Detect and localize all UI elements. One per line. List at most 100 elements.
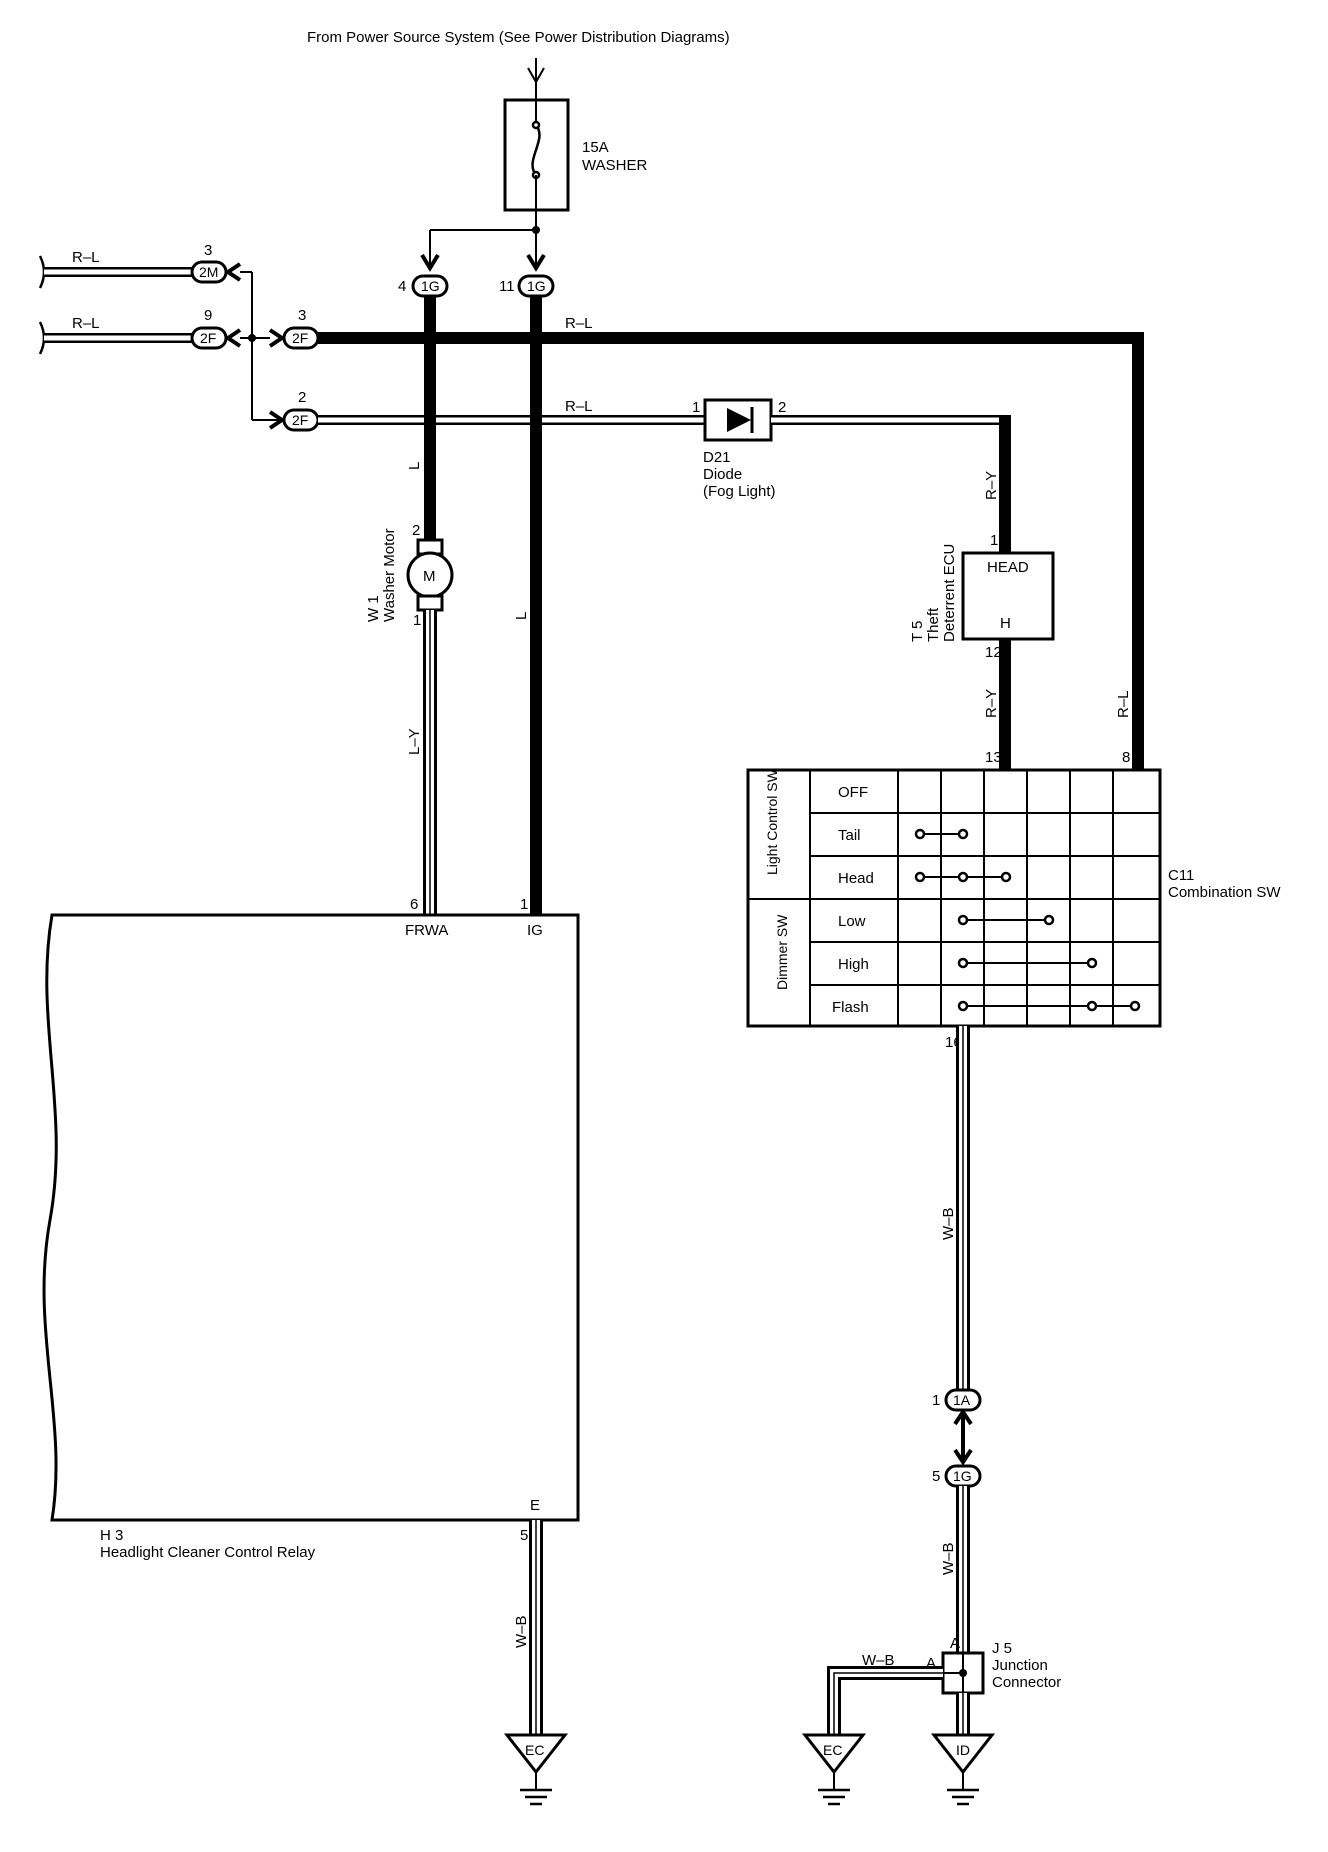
splice-network [240,271,286,430]
combo-sw-name: Combination SW [1168,884,1281,901]
diode-d21 [703,398,773,442]
junction-j5 [941,1651,985,1695]
connector-1g-pin4: 1G 4 [398,274,449,298]
svg-text:2F: 2F [292,412,308,428]
svg-text:2: 2 [778,399,786,416]
relay-e: E [530,1497,540,1514]
relay-frwa: FRWA [405,922,448,939]
svg-text:1G: 1G [421,278,440,294]
fuse-output-wiring [420,210,546,272]
svg-text:H: H [1000,615,1011,632]
motor-name: Washer Motor [381,528,398,622]
svg-text:EC: EC [823,1742,842,1758]
svg-text:A: A [926,1655,936,1672]
ecu-name2: Deterrent ECU [941,544,958,642]
switch-continuity [914,828,1141,1012]
left-input-wires [38,255,192,355]
ground-ec-junction [801,1733,867,1806]
fuse-rating: 15A [582,139,609,156]
sw-row-flash: Flash [832,999,869,1016]
junction-id: J 5 [992,1640,1012,1657]
svg-text:A: A [950,1635,960,1652]
combo-sw-id: C11 [1168,867,1194,884]
junction-name2: Connector [992,1674,1061,1691]
svg-text:3: 3 [298,307,306,324]
wire-l-ig-label: L [513,612,530,620]
sw-row-low: Low [838,913,866,930]
svg-text:1: 1 [692,399,700,416]
sw-row-high: High [838,956,869,973]
fuse-name: WASHER [582,157,647,174]
ecu-id: T 5 [909,621,926,642]
diode-note: (Fog Light) [703,483,776,500]
sw-row-off: OFF [838,784,868,801]
sw-row-head: Head [838,870,874,887]
power-arrow [527,58,545,100]
sw-row-tail: Tail [838,827,861,844]
relay-name: Headlight Cleaner Control Relay [100,1544,316,1561]
svg-text:6: 6 [410,896,418,913]
svg-text:1G: 1G [953,1468,972,1484]
diode-id: D21 [703,449,731,466]
svg-text:2: 2 [298,389,306,406]
connector-2m: 2M 3 [190,242,242,284]
svg-text:2F: 2F [292,330,308,346]
wire-r-y-bottom-label: R–Y [983,689,1000,718]
svg-text:4: 4 [398,278,406,295]
svg-text:HEAD: HEAD [987,559,1029,576]
combination-switch-table [746,768,1162,1028]
svg-text:2: 2 [412,522,420,539]
diode-name: Diode [703,466,742,483]
wire-w-b-ec-label: W–B [862,1652,895,1669]
svg-text:3: 3 [204,242,212,259]
wire-r-y-top-label: R–Y [983,471,1000,500]
wire-r-l-right-label: R–L [1115,690,1132,718]
svg-text:1G: 1G [527,278,546,294]
fuse-washer [503,98,570,212]
connector-2f-pin2: 2F 2 [282,389,320,432]
svg-text:1: 1 [932,1392,940,1409]
wire-r-l-diode-label: R–L [565,398,593,415]
svg-text:ID: ID [956,1742,970,1758]
ground-ec-relay [503,1733,569,1806]
svg-text:5: 5 [932,1468,940,1485]
motor-id: W 1 [365,595,382,622]
svg-text:9: 9 [204,307,212,324]
svg-text:8: 8 [1122,749,1130,766]
ecu-theft-deterrent [961,551,1055,641]
wire-r-l-mid: R–L [72,315,100,332]
junction-name1: Junction [992,1657,1048,1674]
light-group-label: Light Control SW [764,768,780,875]
svg-text:1A: 1A [953,1392,971,1408]
wire-r-l-top: R–L [72,249,100,266]
connector-1a: 1A 1 [932,1388,982,1466]
wire-w-b-ec [827,1666,943,1735]
relay-h3 [42,913,580,1522]
svg-text:2F: 2F [200,330,216,346]
connector-2f-pin9: 2F 9 [190,307,242,350]
connector-1g-pin5: 1G 5 [932,1464,982,1488]
wire-l-y-label: L–Y [406,728,423,755]
svg-text:12: 12 [985,644,1002,661]
wire-w-b-relay-label: W–B [513,1615,530,1648]
wire-w-b-j5-label: W–B [940,1542,957,1575]
power-source-label: From Power Source System (See Power Dist… [307,29,730,46]
svg-text:11: 11 [499,278,515,295]
ecu-name1: Theft [925,607,942,642]
wire-r-l-main [318,332,1144,770]
svg-text:1: 1 [520,896,528,913]
washer-motor [406,538,454,612]
svg-text:EC: EC [525,1742,544,1758]
motor-symbol: M [423,568,436,585]
wire-r-l-main-label: R–L [565,315,593,332]
connector-1g-pin11: 1G 11 [499,274,555,298]
wire-l-motor-label: L [406,462,423,470]
relay-id: H 3 [100,1527,123,1544]
dimmer-group-label: Dimmer SW [774,914,790,990]
svg-text:5: 5 [520,1527,528,1544]
svg-text:13: 13 [985,749,1002,766]
connector-2f-pin3: 2F 3 [282,307,320,350]
svg-text:1: 1 [413,612,421,629]
relay-ig: IG [527,922,543,939]
